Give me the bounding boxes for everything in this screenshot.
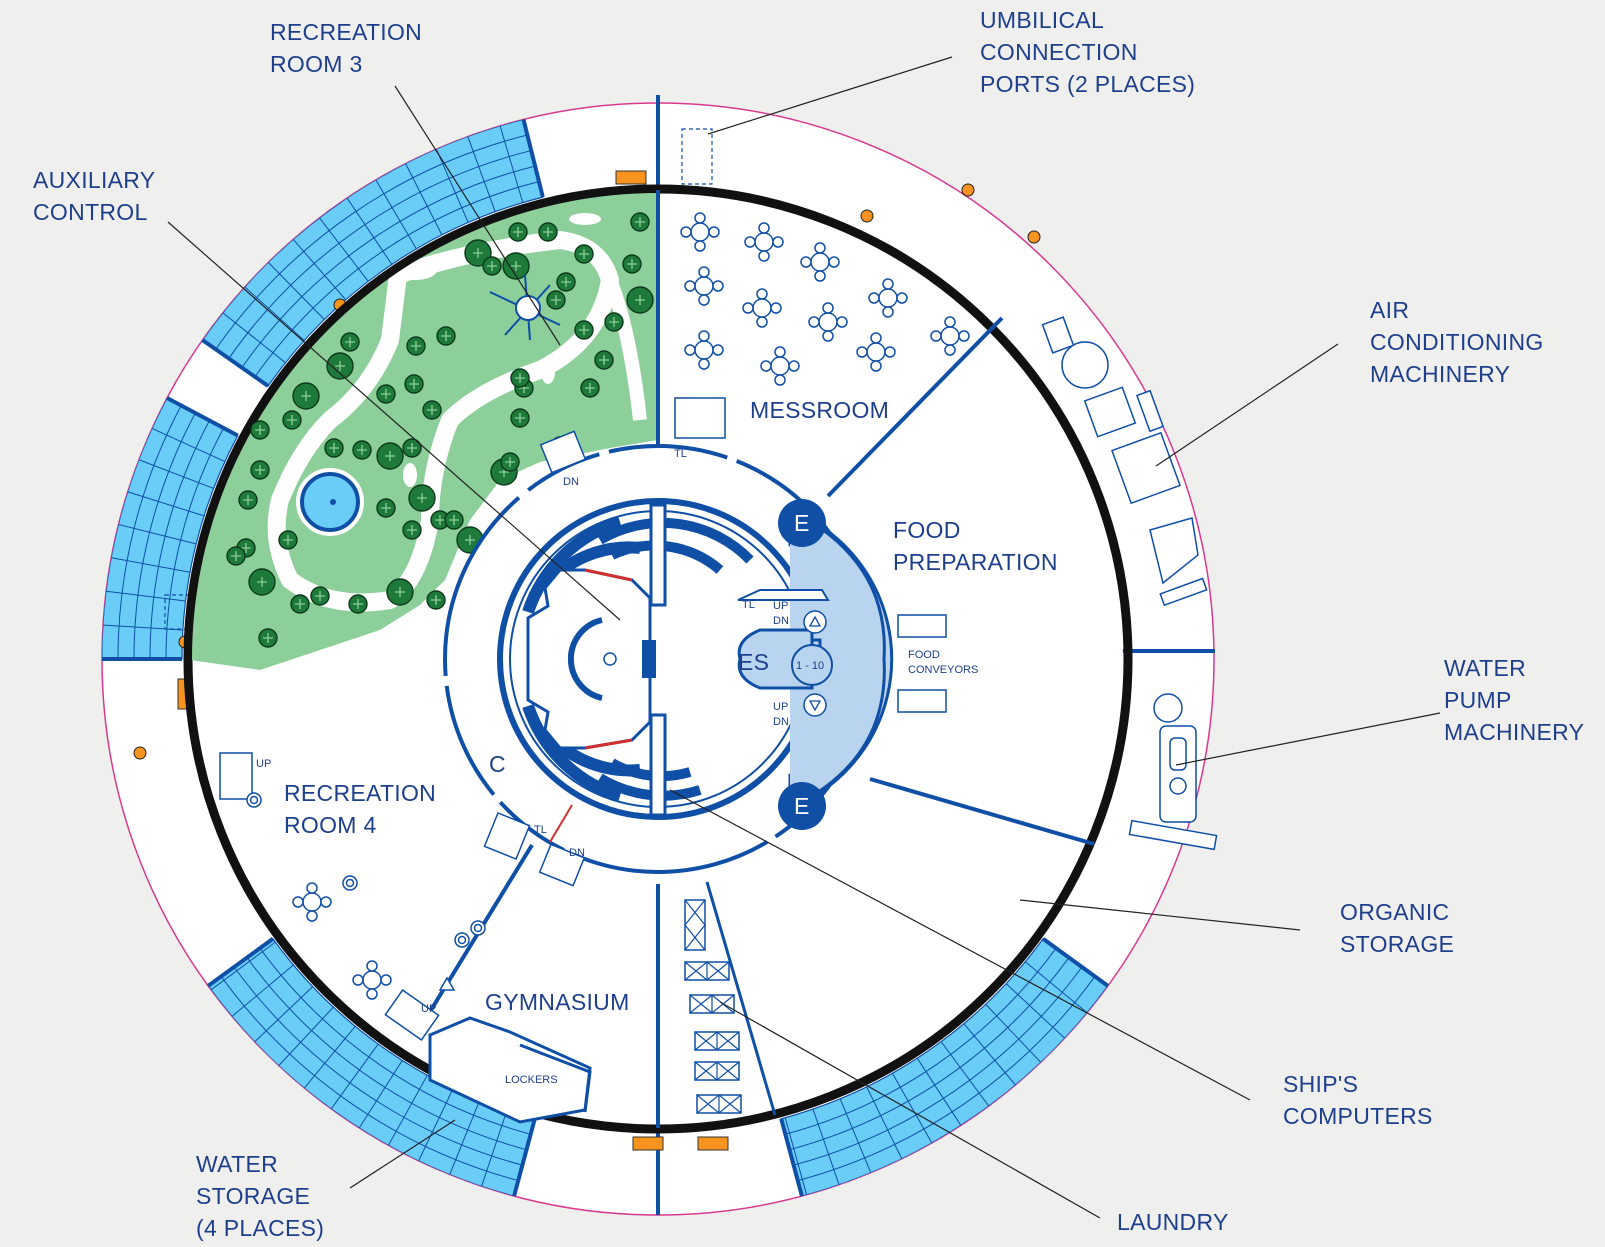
- lockers-label: LOCKERS: [505, 1074, 558, 1086]
- food-conveyors: [897, 614, 947, 713]
- dn-label-gym: DN: [569, 847, 585, 859]
- table-with-chairs-icon: [684, 266, 724, 306]
- utility-rooms: [219, 397, 726, 1041]
- laundry-machine-icon: [689, 994, 735, 1014]
- laundry-machine-icon: [684, 961, 730, 981]
- water-pump-machinery: [1128, 693, 1218, 851]
- air-conditioning-machinery: [1041, 316, 1208, 607]
- callout-leaders: [167, 56, 1441, 1219]
- messroom-tables: [680, 212, 970, 386]
- windmill-icon: [489, 274, 561, 341]
- table-with-chairs-icon: [760, 346, 800, 386]
- table-with-chairs-icon: [930, 316, 970, 356]
- tl-label-core: TL: [742, 599, 755, 611]
- table-with-chairs-icon: [292, 882, 332, 922]
- up-label-core-bottom: UP: [773, 701, 788, 713]
- escalator-label: ES: [738, 649, 769, 675]
- umbilical-port-top: [681, 128, 713, 185]
- table-with-chairs-icon: [868, 278, 908, 318]
- auxiliary-control-room: [526, 568, 656, 750]
- laundry-label: LAUNDRY: [1117, 1209, 1229, 1235]
- table-with-chairs-icon: [744, 222, 784, 262]
- laundry-machine-icon: [696, 1094, 742, 1114]
- main-structural-ring: [183, 184, 1133, 1134]
- garden-trees: [226, 212, 654, 648]
- triangle-up-icon: [803, 610, 827, 634]
- elevator-bottom: [778, 782, 826, 830]
- radial-walls: [418, 190, 1095, 1128]
- up-label-core-top: UP: [773, 600, 788, 612]
- gymnasium-label: GYMNASIUM: [485, 989, 630, 1015]
- organic-storage-label: ORGANIC STORAGE: [1340, 899, 1456, 957]
- dn-label-garden: DN: [563, 476, 579, 488]
- table-with-chairs-icon: [808, 302, 848, 342]
- table-with-chairs-icon: [856, 332, 896, 372]
- triangle-down-icon: [803, 693, 827, 717]
- dn-label-core-top: DN: [773, 615, 789, 627]
- elevator-bottom-label: E: [794, 793, 810, 819]
- water-storage-tanks: [102, 111, 1116, 1205]
- table-with-chairs-icon: [352, 960, 392, 1000]
- laundry-machines: [684, 899, 742, 1114]
- up-label-rr4: UP: [256, 758, 271, 770]
- table-with-chairs-icon: [742, 288, 782, 328]
- auxiliary-control-label: AUXILIARY CONTROL: [33, 167, 162, 225]
- messroom-label: MESSROOM: [750, 397, 889, 423]
- elevator-escalator-core: [737, 499, 894, 830]
- table-with-chairs-icon: [680, 212, 720, 252]
- ships-computers-label: SHIP'S COMPUTERS: [1283, 1071, 1433, 1129]
- recreation-room-4-label: RECREATION ROOM 4: [284, 780, 443, 838]
- water-storage-label: WATER STORAGE (4 PLACES): [196, 1151, 324, 1241]
- triangle-up-icon: [438, 976, 456, 991]
- core-c-label: C: [489, 751, 506, 777]
- water-pump-label: WATER PUMP MACHINERY: [1444, 655, 1584, 745]
- air-conditioning-label: AIR CONDITIONING MACHINERY: [1370, 297, 1550, 387]
- food-conveyors-label: FOOD CONVEYORS: [908, 649, 978, 676]
- recreation-room-3-label: RECREATION ROOM 3: [270, 19, 429, 77]
- up-label-gym: UP: [421, 1003, 436, 1015]
- tl-label-top: TL: [674, 448, 687, 460]
- umbilical-label: UMBILICAL CONNECTION PORTS (2 PLACES): [980, 7, 1195, 97]
- table-with-chairs-icon: [684, 330, 724, 370]
- food-preparation-label: FOOD PREPARATION: [893, 517, 1058, 575]
- gymnasium-lockers: [428, 1016, 592, 1124]
- ships-computers-banks: [522, 503, 754, 817]
- elevator-top: [778, 499, 826, 547]
- escalator-floors-label: 1 - 10: [796, 660, 824, 672]
- recreation-room-4-furniture: [246, 792, 486, 1000]
- dn-label-core-bottom: DN: [773, 716, 789, 728]
- elevator-top-label: E: [794, 510, 810, 536]
- laundry-machine-icon: [694, 1031, 740, 1051]
- tl-label-bottom: TL: [534, 824, 547, 836]
- laundry-machine-icon: [694, 1061, 740, 1081]
- table-with-chairs-icon: [800, 242, 840, 282]
- laundry-machine-icon: [684, 899, 706, 951]
